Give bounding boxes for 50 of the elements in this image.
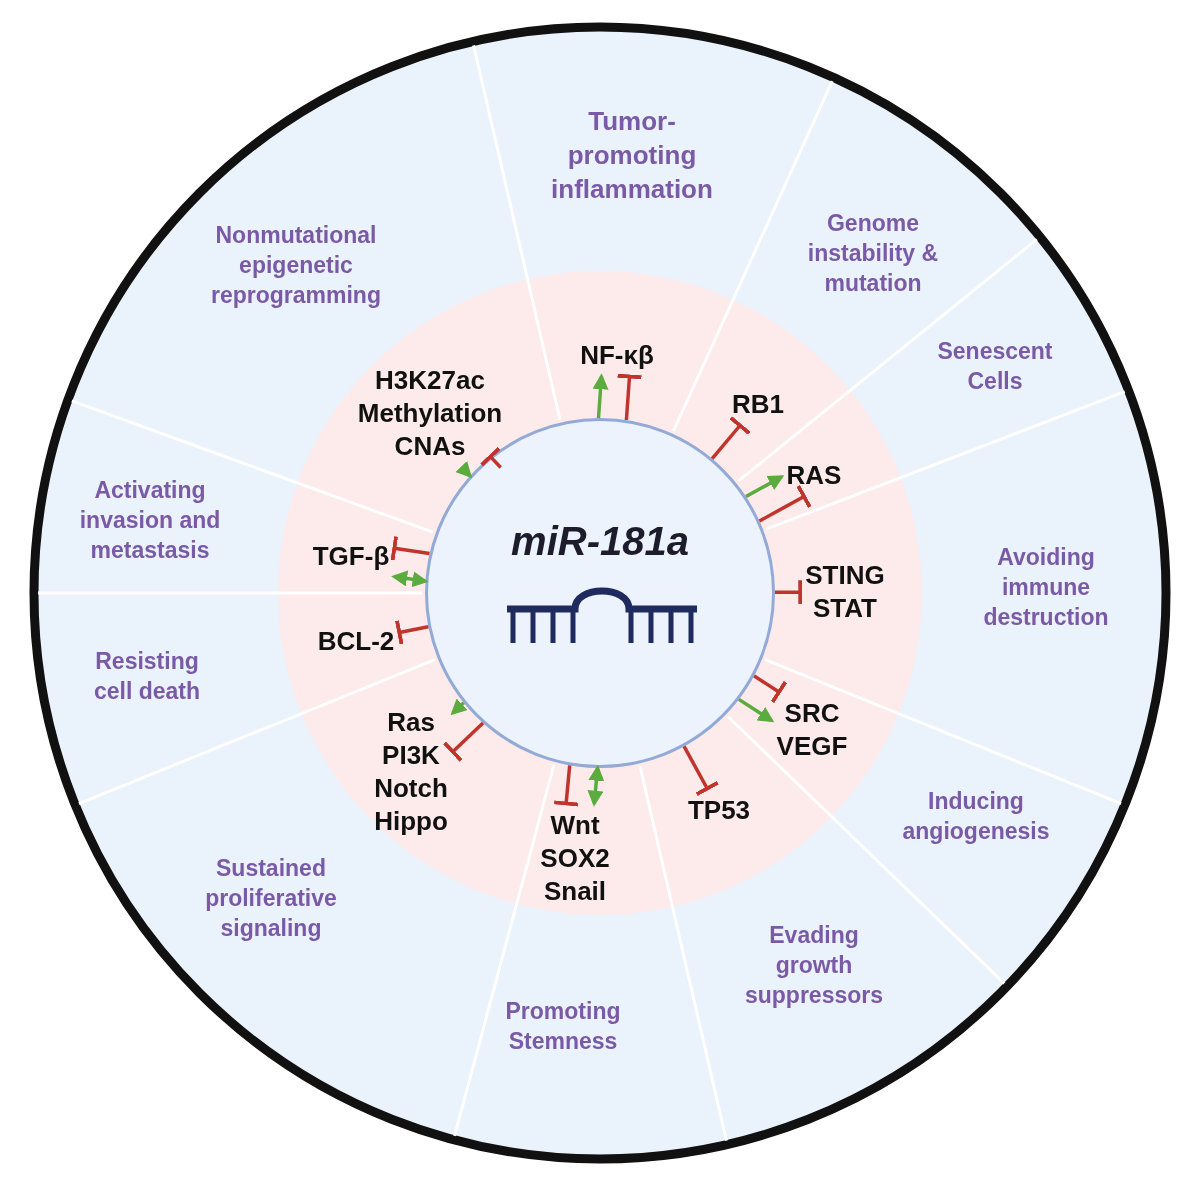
arrow [592,373,609,419]
inhibition-line [553,765,579,807]
hallmark-label: Genome instability & mutation [806,209,940,298]
gene-label: PI3K [381,739,441,772]
hallmark-label: Resisting cell death [92,647,202,706]
inhibition-line [443,721,485,762]
inhibition-line [753,674,788,704]
inhibition-line [682,745,719,797]
hallmark-label: Avoiding immune destruction [982,543,1110,632]
arrow [737,697,775,723]
gene-label: TGF-β [312,539,390,573]
hallmark-label: Activating invasion and metastasis [78,476,222,565]
arrow [745,475,785,499]
inhibition-line [390,536,430,561]
center-title: miR-181a [510,519,690,564]
hallmark-label: Promoting Stemness [504,997,622,1056]
inhibition-line [395,620,429,645]
gene-label: STAT [812,592,878,625]
inhibition-line [480,446,502,469]
gene-label: CNAs [393,429,467,463]
gene-label: BCL-2 [317,624,395,658]
double-arrow [587,764,605,807]
gene-label: STING [805,559,885,592]
gene-label: Ras [386,706,436,739]
gene-label: VEGF [776,730,848,763]
arrow [450,698,468,716]
gene-label: RAS [786,458,842,492]
hallmark-label: Tumor-promoting inflammation [550,105,714,206]
hallmark-label: Nonmutational epigenetic reprogramming [210,221,382,310]
gene-label: H3K27ac [374,363,486,397]
gene-label: SOX2 [540,841,610,875]
inhibition-line [775,580,803,605]
hallmark-label: Senescent Cells [936,337,1054,396]
gene-label: Hippo [374,805,448,838]
gene-label: NF-κβ [580,338,654,372]
gene-label: Methylation [357,396,503,430]
hallmark-label: Evading growth suppressors [743,921,885,1010]
gene-label: Notch [374,772,448,805]
gene-label: TP53 [687,793,751,827]
inhibition-line [710,416,751,460]
gene-label: SRC [783,697,841,730]
inhibition-line [758,485,812,523]
inhibition-line [617,373,642,421]
arrow [455,461,473,479]
hallmark-label: Inducing angiogenesis [901,787,1051,846]
gene-label: RB1 [732,387,784,421]
double-arrow [391,570,429,588]
hallmark-label: Sustained proliferative signaling [204,854,338,943]
gene-label: Wnt [549,808,601,842]
gene-label: Snail [542,874,608,908]
